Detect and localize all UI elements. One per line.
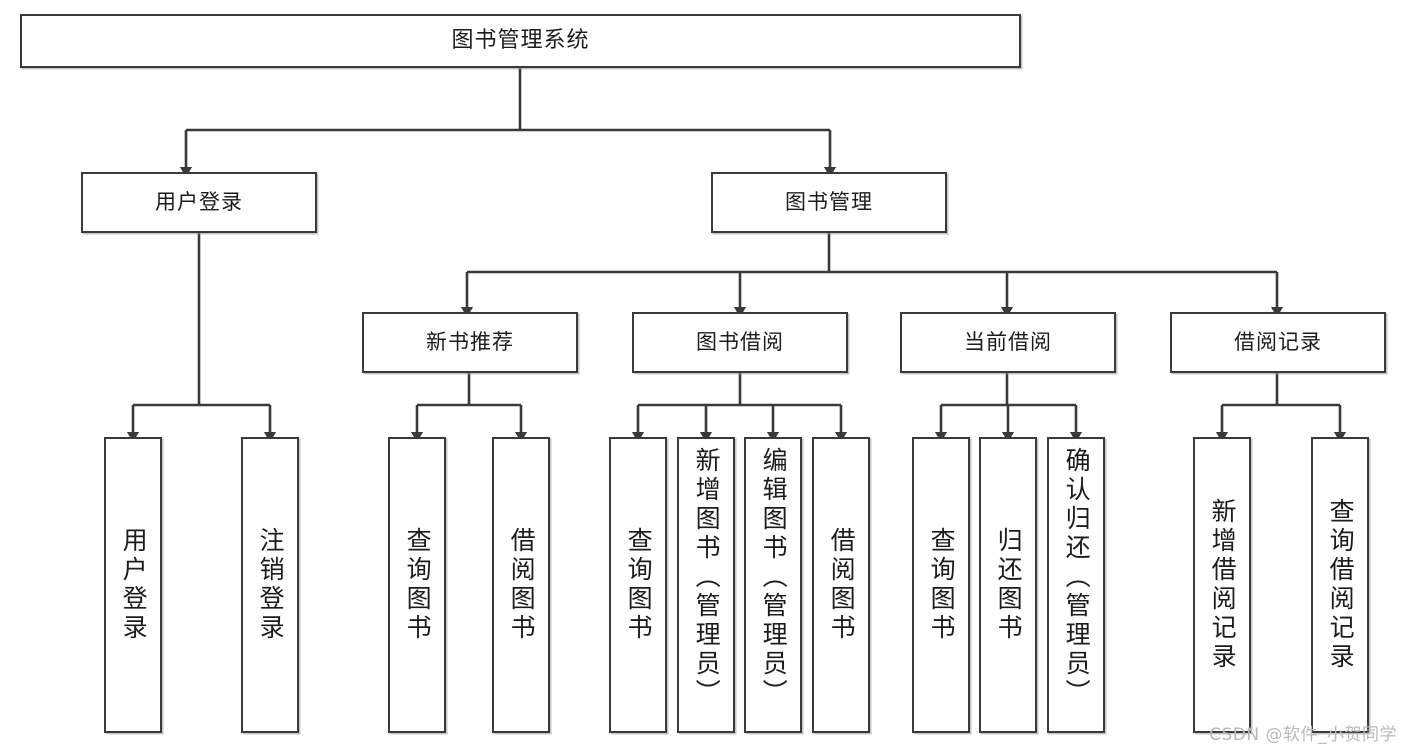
node-label: 用户登录 bbox=[155, 189, 243, 214]
node-book-management-system[interactable]: 图书管理系统 bbox=[20, 14, 1021, 68]
node-new-book-recommend[interactable]: 新书推荐 bbox=[362, 312, 578, 373]
watermark: CSDN @软件_小贺同学 bbox=[1209, 725, 1397, 745]
node-label: 查询图书 bbox=[624, 527, 654, 643]
node-label: 新书推荐 bbox=[426, 329, 514, 354]
node-label: 查询图书 bbox=[927, 527, 957, 643]
leaf-borrow-book[interactable]: 借阅图书 bbox=[812, 437, 870, 733]
node-borrow-record[interactable]: 借阅记录 bbox=[1170, 312, 1386, 373]
leaf-query-book[interactable]: 查询图书 bbox=[609, 437, 667, 733]
leaf-confirm-return-admin[interactable]: 确认归还（管理员） bbox=[1047, 437, 1105, 733]
node-label: 图书管理系统 bbox=[451, 27, 590, 53]
node-label: 新增图书（管理员） bbox=[692, 447, 722, 708]
leaf-logout[interactable]: 注销登录 bbox=[241, 437, 299, 733]
leaf-return-book[interactable]: 归还图书 bbox=[979, 437, 1037, 733]
node-label: 确认归还（管理员） bbox=[1062, 447, 1092, 708]
node-label: 借阅图书 bbox=[827, 527, 857, 643]
node-label: 查询图书 bbox=[403, 527, 433, 643]
leaf-user-login[interactable]: 用户登录 bbox=[104, 437, 162, 733]
node-book-borrow[interactable]: 图书借阅 bbox=[632, 312, 848, 373]
node-label: 查询借阅记录 bbox=[1326, 498, 1356, 672]
node-label: 借阅图书 bbox=[507, 527, 537, 643]
node-label: 用户登录 bbox=[119, 527, 149, 643]
leaf-query-book-new[interactable]: 查询图书 bbox=[388, 437, 446, 733]
leaf-edit-book-admin[interactable]: 编辑图书（管理员） bbox=[744, 437, 802, 733]
node-book-management[interactable]: 图书管理 bbox=[711, 172, 947, 233]
node-label: 图书管理 bbox=[785, 189, 873, 214]
leaf-borrow-book-new[interactable]: 借阅图书 bbox=[492, 437, 550, 733]
node-label: 图书借阅 bbox=[696, 329, 784, 354]
leaf-add-book-admin[interactable]: 新增图书（管理员） bbox=[677, 437, 735, 733]
leaf-add-borrow-record[interactable]: 新增借阅记录 bbox=[1193, 437, 1251, 733]
node-current-borrow[interactable]: 当前借阅 bbox=[900, 312, 1116, 373]
leaf-query-book-current[interactable]: 查询图书 bbox=[912, 437, 970, 733]
node-label: 编辑图书（管理员） bbox=[759, 447, 789, 708]
node-label: 注销登录 bbox=[256, 527, 286, 643]
node-user-login[interactable]: 用户登录 bbox=[81, 172, 317, 233]
leaf-query-borrow-record[interactable]: 查询借阅记录 bbox=[1311, 437, 1369, 733]
node-label: 借阅记录 bbox=[1234, 329, 1322, 354]
node-label: 归还图书 bbox=[994, 527, 1024, 643]
node-label: 新增借阅记录 bbox=[1208, 498, 1238, 672]
node-label: 当前借阅 bbox=[964, 329, 1052, 354]
